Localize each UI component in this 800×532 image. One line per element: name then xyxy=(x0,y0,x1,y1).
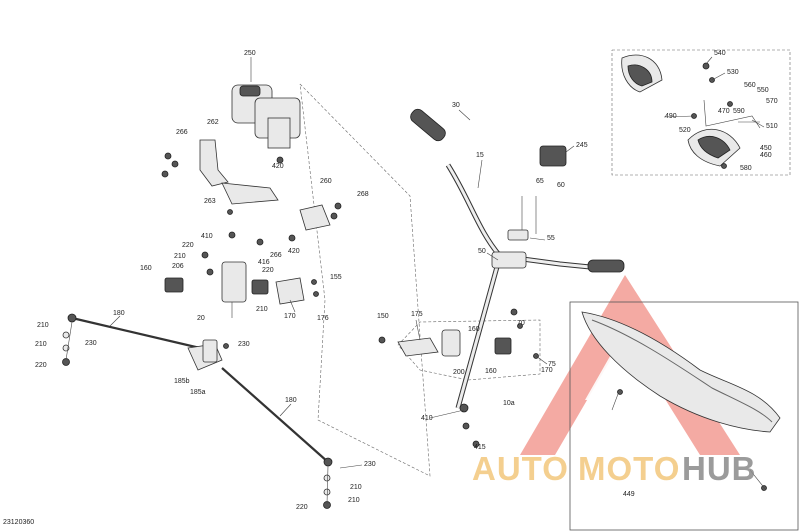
diagram-id: 23120360 xyxy=(3,519,34,526)
callout: 230 xyxy=(364,461,376,468)
callout: 263 xyxy=(204,198,216,205)
callout: 160 xyxy=(140,265,152,272)
steering-column xyxy=(455,196,537,448)
callout: 176 xyxy=(317,315,329,322)
callout: 460 xyxy=(760,152,772,159)
callout: 560 xyxy=(744,82,756,89)
throttle-switch-housing xyxy=(539,145,567,167)
callout: 170 xyxy=(541,367,553,374)
watermark-auto: AUTO xyxy=(472,450,569,487)
callout: 590 xyxy=(733,108,745,115)
callout: 220 xyxy=(182,242,194,249)
steering-bracket xyxy=(199,139,331,231)
callout: 15 xyxy=(476,152,484,159)
detail-inset-frame xyxy=(569,301,799,531)
steering-arm xyxy=(187,339,229,371)
callout: 210 xyxy=(35,341,47,348)
callout: 540 xyxy=(714,50,726,57)
callout-labels: 250 262 266 420 263 260 268 410 220 210 … xyxy=(35,50,778,511)
callout: 570 xyxy=(766,98,778,105)
callout: 410 xyxy=(201,233,213,240)
callout: 410 xyxy=(421,415,433,422)
inset-handlebar-pad xyxy=(581,311,781,491)
ski-pivot-assembly xyxy=(164,251,319,318)
leader-lines xyxy=(109,56,765,469)
callout: 180 xyxy=(285,397,297,404)
callout: 50 xyxy=(478,248,486,255)
watermark-triangle-outer xyxy=(520,275,740,455)
callout: 416 xyxy=(258,259,270,266)
callout: 420 xyxy=(272,163,284,170)
watermark-moto: MOTO xyxy=(578,450,680,487)
callout: 580 xyxy=(740,165,752,172)
callout: 70 xyxy=(517,320,525,327)
callout: 266 xyxy=(176,129,188,136)
callout: 210 xyxy=(348,497,360,504)
callout: 175 xyxy=(411,311,423,318)
grip xyxy=(410,108,446,142)
callout: 150 xyxy=(377,313,389,320)
handguard-group-outline xyxy=(611,49,791,176)
callout: 420 xyxy=(288,248,300,255)
callout: 210 xyxy=(37,322,49,329)
tie-rod-lower xyxy=(221,367,333,509)
callout: 450 xyxy=(760,145,772,152)
callout: 200 xyxy=(453,369,465,376)
handlebar-group-outline xyxy=(397,319,541,381)
callout: 415 xyxy=(474,444,486,451)
callout: 180 xyxy=(113,310,125,317)
callout: 530 xyxy=(727,69,739,76)
callout: 520 xyxy=(679,127,691,134)
callout: 250 xyxy=(244,50,256,57)
watermark-text: AUTO MOTO HUB xyxy=(472,450,757,487)
callout: 210 xyxy=(174,253,186,260)
callout: 220 xyxy=(35,362,47,369)
callout: 210 xyxy=(256,306,268,313)
callout: 160 xyxy=(468,326,480,333)
tie-rod-upper xyxy=(62,313,201,366)
steering-hardware xyxy=(161,152,342,246)
callout: 160 xyxy=(485,368,497,375)
callout: 60 xyxy=(557,182,565,189)
handguard-assembly xyxy=(621,54,761,169)
callout: 75 xyxy=(548,361,556,368)
callout: 185a xyxy=(190,389,206,396)
callout: 230 xyxy=(85,340,97,347)
steering-group-outline xyxy=(299,83,431,477)
callout: 550 xyxy=(757,87,769,94)
callout: 230 xyxy=(238,341,250,348)
callout: 268 xyxy=(357,191,369,198)
callout: 10a xyxy=(503,400,515,407)
callout: 260 xyxy=(320,178,332,185)
callout: 220 xyxy=(296,504,308,511)
callout: 220 xyxy=(262,267,274,274)
steering-motor-assembly xyxy=(231,84,301,164)
callout: 262 xyxy=(207,119,219,126)
callout: 20 xyxy=(197,315,205,322)
callout: 55 xyxy=(547,235,555,242)
callout: 65 xyxy=(536,178,544,185)
callout: 510 xyxy=(766,123,778,130)
callout: 185b xyxy=(174,378,190,385)
callout: 155 xyxy=(330,274,342,281)
inset-label: 449 xyxy=(623,491,635,498)
callout: 245 xyxy=(576,142,588,149)
callout: 210 xyxy=(350,484,362,491)
callout: 206 xyxy=(172,263,184,270)
callout: 470 xyxy=(718,108,730,115)
callout: 170 xyxy=(284,313,296,320)
callout: 30 xyxy=(452,102,460,109)
column-clamp-assembly xyxy=(378,308,539,359)
watermark-hub: HUB xyxy=(682,450,757,487)
callout: 266 xyxy=(270,252,282,259)
